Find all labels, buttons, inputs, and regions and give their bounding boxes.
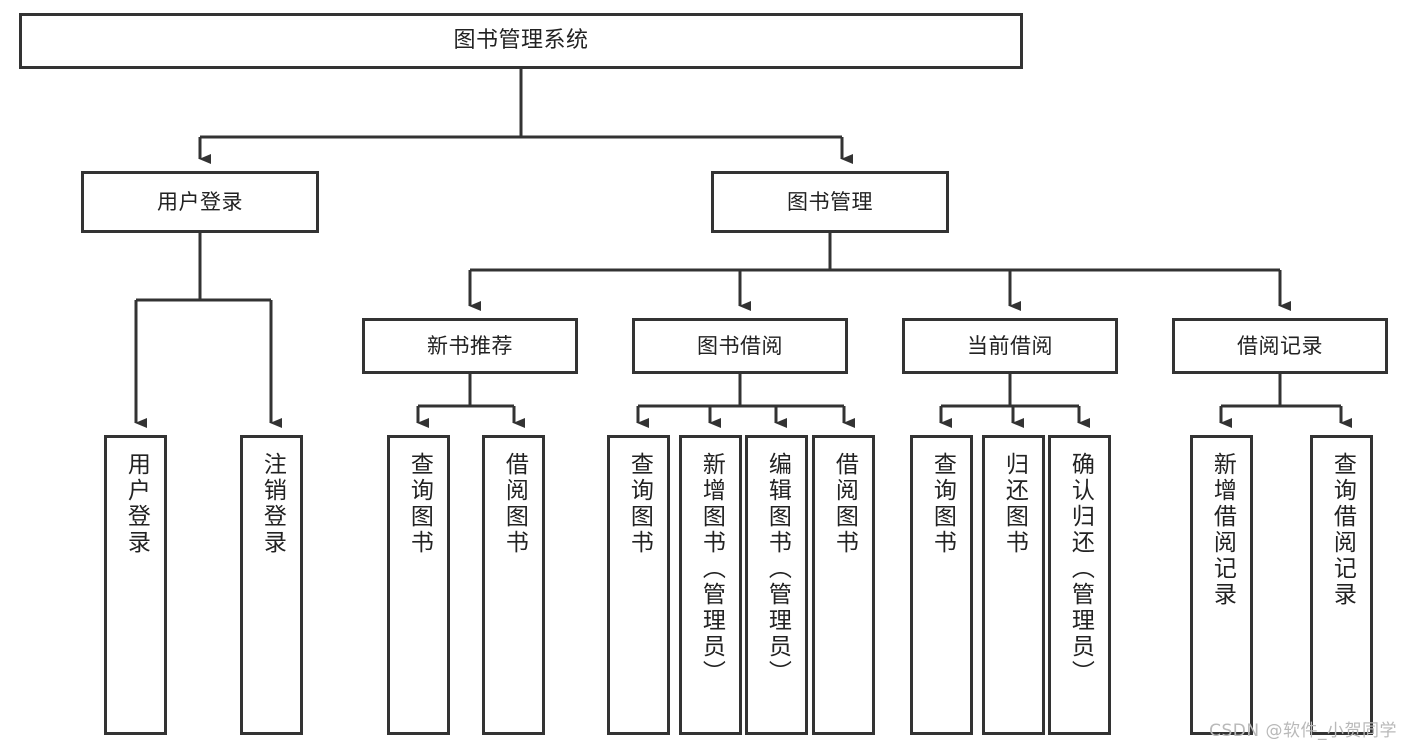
node-label: 查询图书 [626, 452, 653, 556]
node-leaf-confirm-return[interactable]: 确认归还（管理员） [1048, 435, 1111, 735]
node-label: 借阅记录 [1237, 333, 1323, 358]
node-leaf-borrow-book-2[interactable]: 借阅图书 [812, 435, 875, 735]
node-label: 图书借阅 [697, 333, 783, 358]
node-label: 确认归还（管理员） [1067, 452, 1094, 686]
node-leaf-add-book[interactable]: 新增图书（管理员） [679, 435, 742, 735]
node-leaf-query-book-3[interactable]: 查询图书 [910, 435, 973, 735]
node-label: 当前借阅 [967, 333, 1053, 358]
node-leaf-user-login[interactable]: 用户登录 [104, 435, 167, 735]
node-label: 查询图书 [406, 452, 433, 556]
node-current-borrow[interactable]: 当前借阅 [902, 318, 1118, 374]
node-leaf-user-logout[interactable]: 注销登录 [240, 435, 303, 735]
node-label: 新增图书（管理员） [698, 452, 725, 686]
node-borrow-record[interactable]: 借阅记录 [1172, 318, 1388, 374]
node-label: 图书管理 [787, 189, 873, 214]
node-new-book-recommend[interactable]: 新书推荐 [362, 318, 578, 374]
node-label: 查询借阅记录 [1329, 452, 1356, 608]
node-root[interactable]: 图书管理系统 [19, 13, 1023, 69]
node-label: 图书管理系统 [453, 28, 589, 54]
node-leaf-query-record[interactable]: 查询借阅记录 [1310, 435, 1373, 735]
node-leaf-edit-book[interactable]: 编辑图书（管理员） [745, 435, 808, 735]
node-label: 新书推荐 [427, 333, 513, 358]
node-leaf-query-book-1[interactable]: 查询图书 [387, 435, 450, 735]
node-leaf-borrow-book-1[interactable]: 借阅图书 [482, 435, 545, 735]
node-label: 用户登录 [157, 189, 243, 214]
node-user-login[interactable]: 用户登录 [81, 171, 319, 233]
node-label: 借阅图书 [831, 452, 858, 556]
node-label: 新增借阅记录 [1209, 452, 1236, 608]
node-book-manage[interactable]: 图书管理 [711, 171, 949, 233]
watermark-text: CSDN @软件_小贺同学 [1209, 721, 1397, 741]
node-label: 归还图书 [1001, 452, 1028, 556]
node-book-borrow[interactable]: 图书借阅 [632, 318, 848, 374]
node-label: 编辑图书（管理员） [764, 452, 791, 686]
node-leaf-query-book-2[interactable]: 查询图书 [607, 435, 670, 735]
node-label: 查询图书 [929, 452, 956, 556]
node-label: 借阅图书 [501, 452, 528, 556]
node-leaf-add-record[interactable]: 新增借阅记录 [1190, 435, 1253, 735]
node-leaf-return-book[interactable]: 归还图书 [982, 435, 1045, 735]
node-label: 注销登录 [259, 452, 286, 556]
node-label: 用户登录 [123, 452, 150, 556]
